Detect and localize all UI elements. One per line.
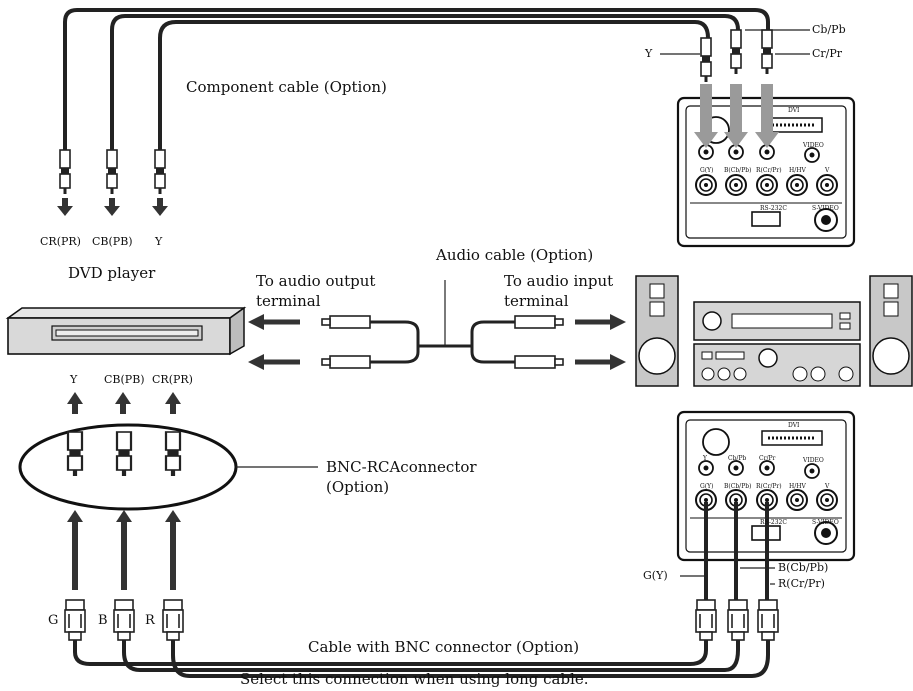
panel-bottom-svideo: S-VIDEO: [812, 519, 839, 526]
mid-y-label: Y: [70, 373, 78, 386]
panel-top-svideo: S-VIDEO: [812, 205, 839, 212]
bnc-plugs-right: [695, 599, 779, 641]
audio-cable: [370, 280, 515, 364]
bnc-cable-right: [704, 502, 769, 600]
panel-top-v: V: [825, 167, 830, 174]
bnc-cable: [73, 640, 770, 678]
bnc-b-label: B: [98, 613, 108, 628]
panel-bottom-gy: G(Y): [700, 483, 714, 490]
panel-bottom-hhv: H/HV: [789, 483, 806, 490]
panel-bottom-bcbpb: B(Cb/Pb): [724, 483, 752, 490]
component-cable: [63, 8, 770, 150]
bnc-rca-label-2: (Option): [326, 478, 390, 496]
b-cb-pb-label: B(Cb/Pb): [778, 561, 829, 574]
component-cable-label: Component cable (Option): [186, 78, 387, 96]
dvd-player-label: DVD player: [68, 264, 156, 282]
select-long-label: Select this connection when using long c…: [240, 670, 589, 688]
terminal-left-label: terminal: [256, 292, 321, 310]
callout-lines-top: [660, 29, 810, 55]
bnc-rca-label-1: BNC-RCAconnector: [326, 458, 477, 476]
panel-bottom-rs232c: RS-232C: [760, 519, 787, 526]
panel-top-rcrpr: R(Cr/Pr): [756, 167, 782, 174]
dvd-player: [5, 306, 247, 356]
panel-top-dvi: DVI: [788, 107, 800, 114]
dvd-y-label: Y: [155, 235, 163, 248]
cable-bnc-label: Cable with BNC connector (Option): [308, 638, 580, 656]
mid-cr-label: CR(PR): [152, 373, 193, 386]
dvd-cr-label: CR(PR): [40, 235, 81, 248]
panel-bottom-crpr: Cr/Pr: [759, 455, 776, 462]
panel-top-hhv: H/HV: [789, 167, 806, 174]
panel-top-rs232c: RS-232C: [760, 205, 787, 212]
cr-pr-label: Cr/Pr: [812, 47, 843, 60]
dvd-up-arrows: [67, 392, 181, 414]
bnc-plugs-left: [64, 599, 184, 641]
cb-pb-label: Cb/Pb: [812, 23, 846, 36]
bnc-r-label: R: [145, 613, 155, 628]
to-audio-input-label: To audio input: [504, 272, 614, 290]
panel-bottom-y: Y: [703, 455, 707, 462]
stereo-system: [635, 275, 913, 387]
panel-top-video: VIDEO: [803, 142, 824, 149]
panel-top-bcbpb: B(Cb/Pb): [724, 167, 752, 174]
panel-bottom-rcrpr: R(Cr/Pr): [756, 483, 782, 490]
panel-bottom-dvi: DVI: [788, 422, 800, 429]
g-y-label: G(Y): [643, 569, 668, 582]
dvd-cb-label: CB(PB): [92, 235, 133, 248]
audio-cable-label: Audio cable (Option): [436, 246, 594, 264]
gray-plug-arrows: [694, 84, 779, 148]
mid-cb-label: CB(PB): [104, 373, 145, 386]
panel-top-gy: G(Y): [700, 167, 714, 174]
y-top-label: Y: [645, 47, 653, 60]
panel-bottom-video: VIDEO: [803, 457, 824, 464]
audio-arrows: [248, 314, 626, 370]
top-down-arrows: [57, 198, 168, 216]
projector-panel-bottom: [676, 410, 856, 562]
terminal-right-label: terminal: [504, 292, 569, 310]
bnc-g-label: G: [48, 613, 59, 628]
bnc-up-arrows: [67, 510, 181, 590]
panel-bottom-cbpb: Cb/Pb: [728, 455, 747, 462]
callout-lines-bottom: [680, 567, 775, 585]
panel-bottom-v: V: [825, 483, 830, 490]
r-cr-pr-label: R(Cr/Pr): [778, 577, 825, 590]
to-audio-output-label: To audio output: [256, 272, 376, 290]
audio-plugs: [321, 315, 564, 369]
